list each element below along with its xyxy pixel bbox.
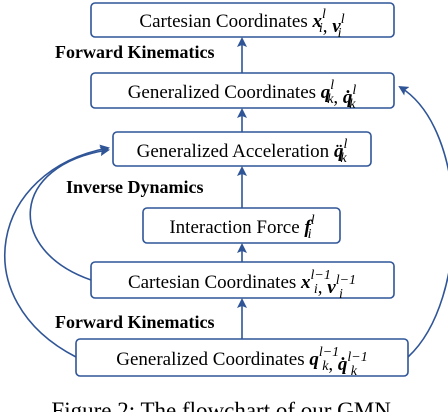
math-symbol: q̇: [343, 87, 353, 108]
math-symbol: v: [327, 277, 336, 298]
math-symbol: v: [332, 16, 341, 37]
label-inverse-dynamics: Inverse Dynamics: [66, 177, 204, 197]
math-superscript: l−1: [311, 268, 331, 283]
node-text: Generalized Acceleration: [137, 141, 334, 162]
math-subscript: i: [319, 21, 323, 36]
math-symbol: x: [311, 11, 322, 32]
math-superscript: l: [330, 78, 334, 93]
math-symbol: q̈: [334, 141, 344, 162]
node-text: Generalized Coordinates: [116, 349, 309, 370]
math-subscript: k: [351, 364, 358, 379]
math-superscript: l: [352, 83, 356, 98]
math-symbol: q: [309, 349, 319, 370]
label-forward-kinematics-top: Forward Kinematics: [55, 42, 214, 62]
math-symbol: q̇: [338, 354, 348, 375]
math-superscript: l−1: [319, 345, 339, 360]
math-separator: ,: [333, 87, 343, 108]
node-text: Generalized Coordinates: [128, 82, 321, 103]
math-subscript: k: [349, 97, 356, 112]
skip-arrow-right: [398, 85, 448, 358]
math-symbol: q: [321, 82, 331, 103]
math-symbol: x: [300, 272, 311, 293]
math-separator: ,: [318, 277, 328, 298]
label-forward-kinematics-bottom: Forward Kinematics: [55, 312, 214, 332]
math-subscript: i: [339, 287, 343, 302]
math-superscript: l−1: [347, 350, 367, 365]
math-separator: ,: [323, 16, 333, 37]
math-subscript: i: [308, 227, 312, 242]
math-superscript: l: [341, 12, 345, 27]
math-subscript: i: [314, 282, 318, 297]
math-subscript: k: [327, 92, 334, 107]
math-separator: ,: [328, 354, 338, 375]
math-subscript: k: [322, 359, 329, 374]
figure-caption: Figure 2: The flowchart of our GMN.: [51, 398, 396, 412]
math-superscript: l: [322, 7, 326, 22]
math-superscript: l−1: [336, 273, 356, 288]
math-symbol: f: [304, 217, 312, 238]
node-text: Cartesian Coordinates: [139, 11, 312, 32]
math-superscript: l: [343, 137, 347, 152]
skip-arrow-inner-left: [29, 146, 110, 281]
node-text: Cartesian Coordinates: [128, 272, 301, 293]
math-superscript: l: [311, 213, 315, 228]
math-subscript: i: [338, 26, 342, 41]
node-text: Interaction Force: [169, 217, 304, 238]
math-subscript: k: [340, 151, 347, 166]
